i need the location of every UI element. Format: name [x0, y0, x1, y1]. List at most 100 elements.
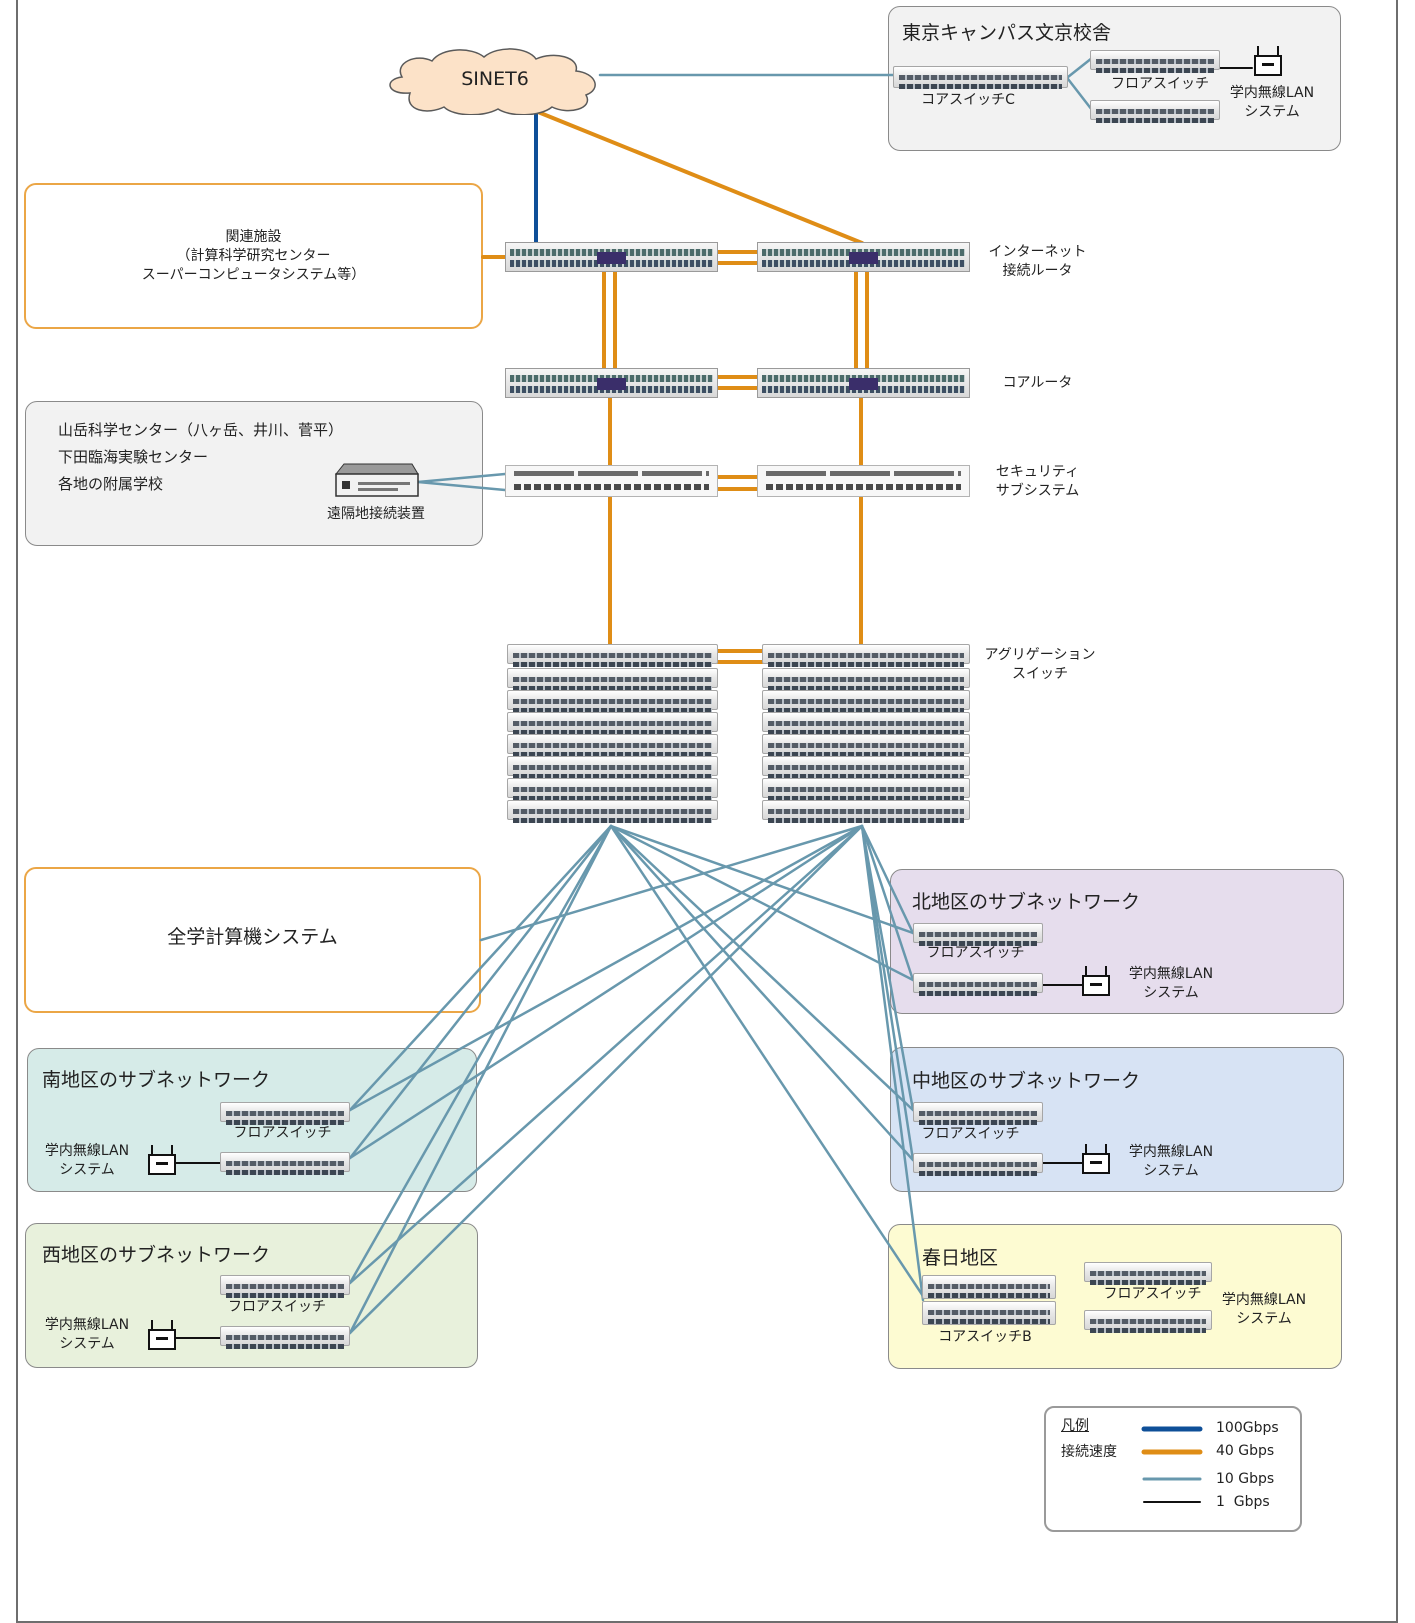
sinet-cloud	[389, 48, 596, 115]
remote-connection-device-icon	[334, 463, 419, 497]
remote-site-2: 下田臨海実験センター	[58, 448, 209, 466]
north-floor-switch-2	[913, 973, 1043, 996]
core-router-label: コアルータ	[1002, 375, 1073, 391]
south-wlan-label-line2: システム	[59, 1162, 115, 1178]
middle-wlan-label-line2: システム	[1143, 1163, 1199, 1179]
link-agg1-north2	[609, 824, 915, 982]
agg-switch-1-unit-8	[507, 800, 718, 823]
middle-floor-switch-1	[913, 1102, 1043, 1125]
agg-switch-2-unit-3	[762, 690, 970, 713]
kasuga-floor-switch-label: フロアスイッチ	[1103, 1286, 1202, 1302]
link-agg1-west2	[348, 824, 613, 1335]
link-agg2-west2	[348, 824, 864, 1335]
link-agg1-middle1	[609, 824, 915, 1112]
internet-router-2	[757, 242, 970, 272]
west-floor-switch-label: フロアスイッチ	[228, 1299, 326, 1315]
west-wlan-label-line2: システム	[59, 1336, 115, 1352]
link-agg1-kasuga	[609, 824, 925, 1298]
south-title: 南地区のサブネットワーク	[42, 1069, 271, 1091]
west-floor-switch-2	[220, 1326, 350, 1349]
south-floor-switch-2	[220, 1152, 350, 1175]
internet-router-label-line1: インターネット	[988, 244, 1087, 260]
security-appliance-1	[505, 465, 718, 497]
remote-site-1: 山岳科学センター（八ヶ岳、井川、菅平）	[58, 421, 344, 439]
related-facility-line1: 関連施設	[225, 229, 282, 245]
legend-label-100g: 100Gbps	[1216, 1420, 1279, 1436]
kasuga-core-switch-label: コアスイッチB	[938, 1329, 1032, 1345]
remote-connection-device-label: 遠隔地接続装置	[327, 506, 425, 522]
tokyo-campus-title: 東京キャンパス文京校舎	[902, 22, 1112, 44]
agg-switch-2-unit-4	[762, 712, 970, 735]
related-facility-line2: （計算科学研究センター	[176, 248, 331, 264]
link-agg2-south1	[348, 824, 864, 1112]
core-router-2	[757, 368, 970, 398]
link-agg1-south2	[348, 824, 613, 1160]
agg-switch-1-unit-6	[507, 756, 718, 779]
internet-router-label: インターネット接続ルータ	[975, 243, 1100, 281]
legend-label-1g: 1 Gbps	[1216, 1494, 1270, 1510]
tokyo-wlan-ap-icon	[1254, 46, 1282, 76]
agg-switch-1-unit-3	[507, 690, 718, 713]
link-agg2-middle2	[860, 824, 915, 1162]
security-label-line1: セキュリティ	[995, 464, 1080, 480]
agg-switch-2-unit-6	[762, 756, 970, 779]
link-coreC-floor1	[1066, 56, 1094, 79]
remote-sites-list: 山岳科学センター（八ヶ岳、井川、菅平） 下田臨海実験センター各地の附属学校	[58, 417, 343, 498]
internet-router-1	[505, 242, 718, 272]
link-agg1-middle2	[609, 824, 915, 1162]
agg-switch-1-unit-1	[507, 644, 718, 667]
link-agg2-campus	[479, 824, 864, 942]
west-floor-switch-1	[220, 1275, 350, 1298]
legend-label-40g: 40 Gbps	[1216, 1443, 1275, 1459]
tokyo-core-switch-label: コアスイッチC	[921, 92, 1015, 108]
link-remote-fw-a	[416, 472, 507, 484]
link-agg1-south1	[348, 824, 613, 1112]
remote-site-3: 各地の附属学校	[58, 475, 164, 493]
agg-switch-1-unit-7	[507, 778, 718, 801]
north-wlan-label-line2: システム	[1143, 985, 1199, 1001]
link-agg2-middle1	[860, 824, 915, 1112]
link-agg2-north2	[860, 824, 915, 982]
north-wlan-ap-icon	[1082, 966, 1110, 996]
north-floor-switch-label: フロアスイッチ	[926, 945, 1025, 961]
legend-swatches	[1141, 1426, 1203, 1503]
tokyo-floor-switch-label: フロアスイッチ	[1111, 76, 1209, 92]
core-router-1	[505, 368, 718, 398]
link-sinet-router2	[536, 110, 864, 245]
south-floor-switch-1	[220, 1102, 350, 1125]
kasuga-title: 春日地区	[922, 1247, 999, 1269]
south-floor-switch-label: フロアスイッチ	[233, 1125, 332, 1141]
link-agg2-kasuga	[860, 824, 925, 1302]
agg-switch-2-unit-8	[762, 800, 970, 823]
tokyo-wlan-label-line1: 学内無線LAN	[1229, 85, 1315, 101]
legend-title: 凡例	[1061, 1418, 1089, 1434]
middle-wlan-label-line1: 学内無線LAN	[1128, 1144, 1214, 1160]
link-agg2-south2	[348, 824, 864, 1160]
tokyo-wlan-label-line2: システム	[1244, 104, 1300, 120]
kasuga-wlan-label-line1: 学内無線LAN	[1221, 1292, 1307, 1308]
middle-floor-switch-2	[913, 1153, 1043, 1176]
security-appliance-2	[757, 465, 970, 497]
link-agg1-west1	[348, 824, 613, 1285]
legend-label-10g: 10 Gbps	[1216, 1471, 1275, 1487]
link-agg1-north1	[609, 824, 915, 935]
agg-switch-2-unit-2	[762, 668, 970, 691]
west-wlan-ap-icon	[148, 1320, 176, 1350]
agg-switch-2-unit-1	[762, 644, 970, 667]
aggregation-label: アグリゲーションスイッチ	[970, 646, 1110, 684]
related-facility-line3: スーパーコンピュータシステム等）	[141, 267, 366, 283]
related-facility-region	[24, 183, 483, 329]
agg-switch-1-unit-2	[507, 668, 718, 691]
internet-router-label-line2: 接続ルータ	[1002, 263, 1073, 279]
aggregation-label-line2: スイッチ	[1012, 666, 1068, 682]
tokyo-core-switch-c	[893, 66, 1068, 89]
north-title: 北地区のサブネットワーク	[912, 891, 1141, 913]
tokyo-floor-switch-2	[1090, 100, 1220, 123]
security-label-line2: サブシステム	[995, 483, 1080, 499]
middle-floor-switch-label: フロアスイッチ	[921, 1126, 1020, 1142]
link-coreC-floor2	[1066, 77, 1094, 112]
